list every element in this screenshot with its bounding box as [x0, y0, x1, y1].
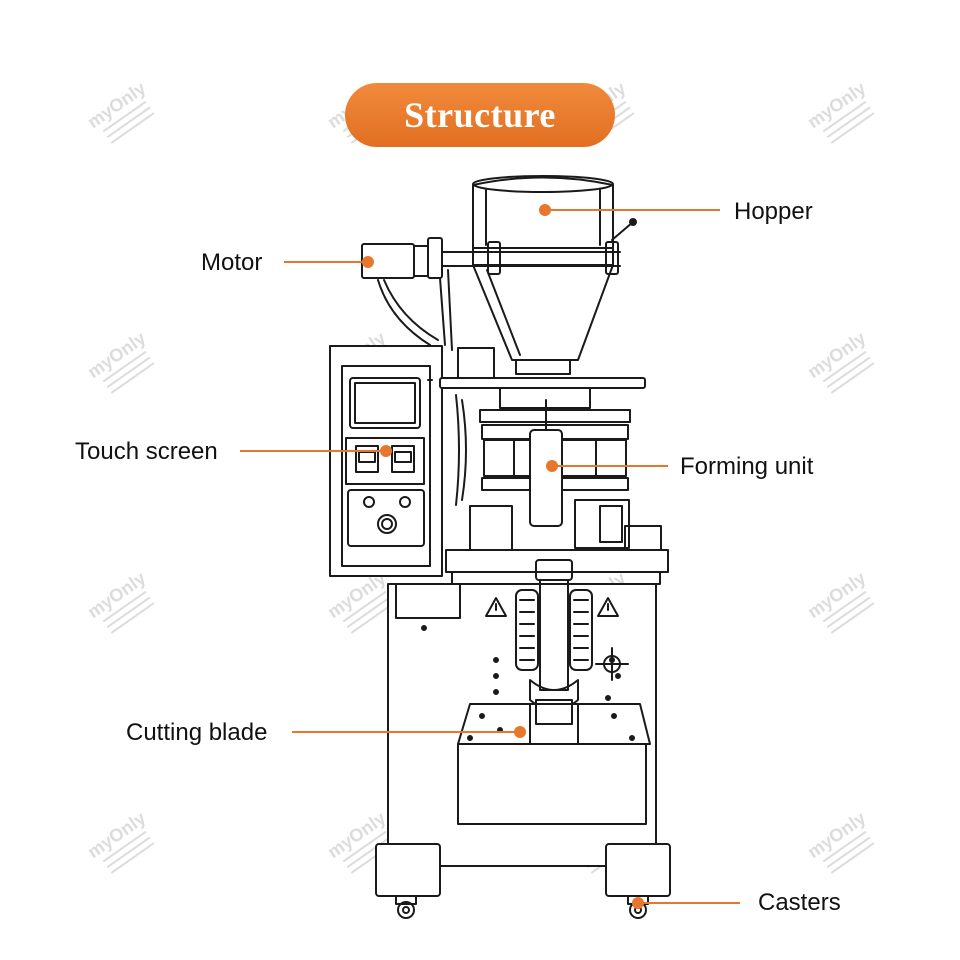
casters-drawing [375, 843, 671, 919]
casters-label: Casters [758, 889, 841, 916]
touch-screen-label: Touch screen [75, 438, 218, 465]
cutting-blade-drawing [457, 699, 651, 825]
motor-label: Motor [201, 249, 263, 276]
hopper-drawing [472, 175, 637, 375]
control-cabinet-drawing [329, 345, 443, 577]
hopper-label: Hopper [734, 198, 813, 225]
motor-drawing [361, 237, 621, 351]
forming-unit-drawing [439, 347, 669, 585]
forming-unit-label: Forming unit [680, 453, 814, 480]
cutting-blade-label: Cutting blade [126, 719, 268, 746]
title-text: Structure [404, 95, 556, 135]
title-banner: Structure [345, 83, 615, 147]
